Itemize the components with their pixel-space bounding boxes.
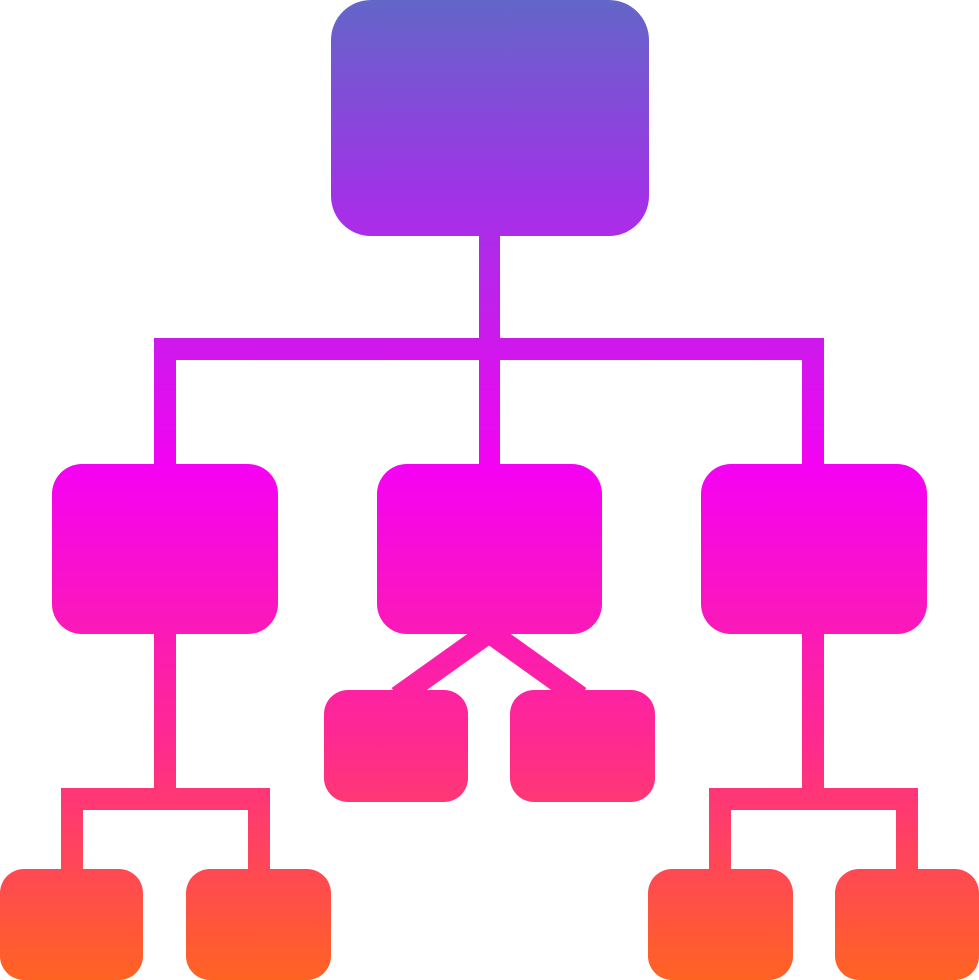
level2-node-middle (377, 464, 602, 634)
connector-middle-diagonal-left (391, 623, 496, 706)
level2-node-left (52, 464, 278, 634)
connectors (61, 232, 918, 874)
connector-left-drop-b (248, 788, 270, 874)
right-child-node-a (648, 869, 793, 980)
connector-level2-bar (154, 338, 824, 360)
connector-left-bar (61, 788, 270, 810)
connector-left-trunk (154, 628, 176, 808)
right-child-node-b (835, 869, 979, 980)
connector-right-drop-b (896, 788, 918, 874)
connector-drop-right (802, 338, 824, 468)
root-node (331, 0, 649, 236)
connector-drop-left (154, 338, 176, 468)
left-child-node-b (186, 869, 331, 980)
left-child-node-a (0, 869, 143, 980)
level2-node-right (701, 464, 927, 634)
connector-right-trunk (802, 628, 824, 808)
middle-diagonals (391, 623, 587, 706)
connector-middle-diagonal-right (482, 623, 587, 706)
middle-child-node-left (324, 690, 468, 802)
connector-right-bar (709, 788, 918, 810)
connector-right-drop-a (709, 788, 731, 874)
connector-left-drop-a (61, 788, 83, 874)
middle-child-node-right (510, 690, 655, 802)
